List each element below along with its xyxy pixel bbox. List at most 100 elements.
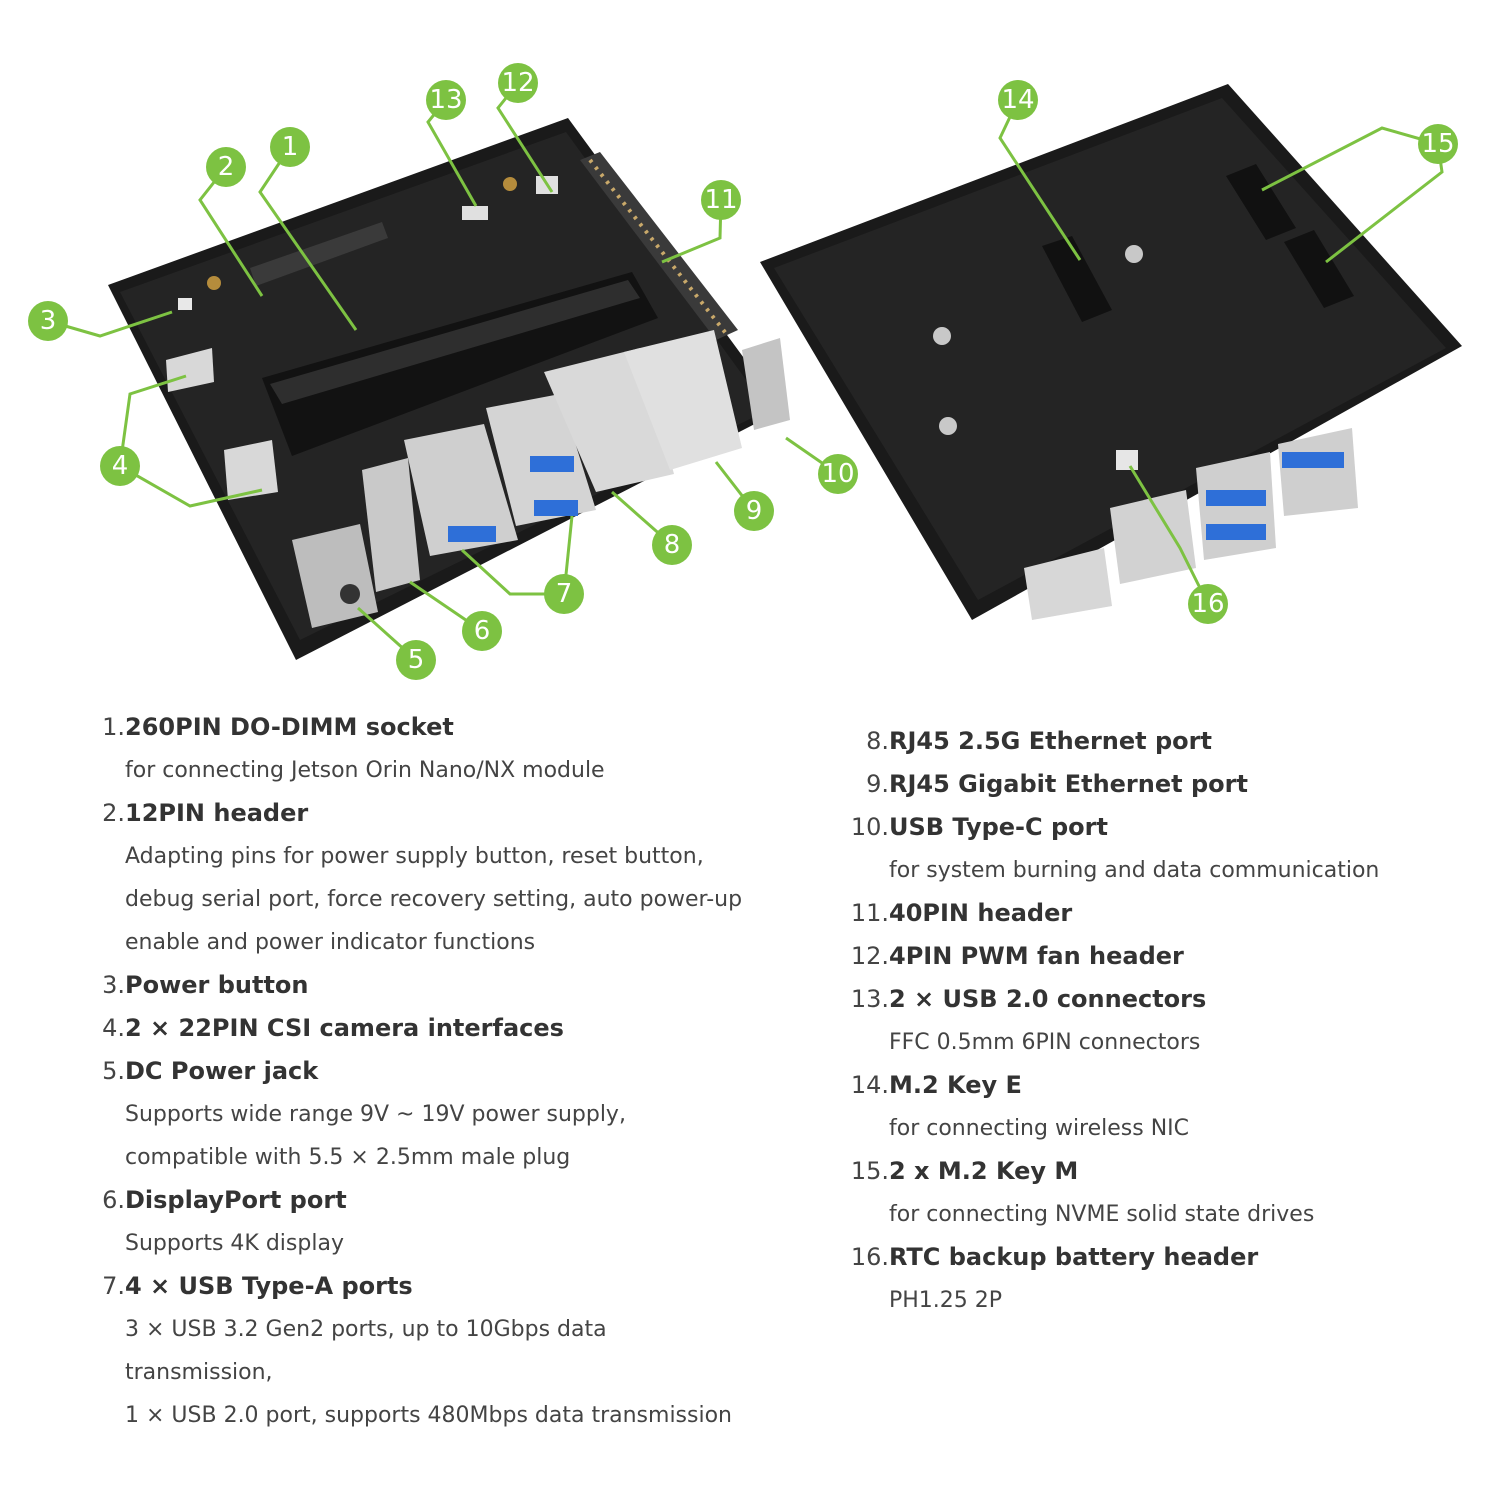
board-top-view bbox=[108, 118, 790, 660]
feature-list-right: 8.RJ45 2.5G Ethernet port 9.RJ45 Gigabit… bbox=[842, 720, 1482, 1322]
power-button bbox=[178, 298, 192, 310]
feature-number: 8. bbox=[866, 727, 889, 755]
svg-text:8: 8 bbox=[664, 530, 681, 560]
feature-title: Power button bbox=[125, 971, 309, 999]
callout-2: 2 bbox=[206, 147, 246, 187]
feature-number: 2. bbox=[102, 799, 125, 827]
pin-header-40 bbox=[580, 152, 738, 340]
callout-6: 6 bbox=[462, 611, 502, 651]
callout-9: 9 bbox=[734, 491, 774, 531]
feature-description: debug serial port, force recovery settin… bbox=[125, 887, 743, 912]
svg-text:5: 5 bbox=[408, 645, 425, 675]
feature-description: FFC 0.5mm 6PIN connectors bbox=[889, 1030, 1201, 1055]
feature-title: USB Type-C port bbox=[889, 813, 1108, 841]
feature-item: 12.4PIN PWM fan header bbox=[842, 935, 1482, 978]
callout-7: 7 bbox=[544, 574, 584, 614]
feature-number: 16. bbox=[850, 1243, 889, 1271]
callout-5: 5 bbox=[396, 640, 436, 680]
svg-text:16: 16 bbox=[1191, 589, 1224, 619]
svg-text:9: 9 bbox=[746, 496, 763, 526]
feature-description: for connecting wireless NIC bbox=[889, 1116, 1190, 1141]
svg-text:10: 10 bbox=[821, 459, 854, 489]
feature-number: 10. bbox=[850, 813, 889, 841]
callout-15: 15 bbox=[1418, 124, 1458, 164]
callout-4: 4 bbox=[100, 446, 140, 486]
feature-item: 9.RJ45 Gigabit Ethernet port bbox=[842, 763, 1482, 806]
csi-connector bbox=[224, 440, 278, 500]
rj45-port bbox=[624, 330, 742, 470]
feature-heading: 4.2 × 22PIN CSI camera interfaces bbox=[94, 1007, 814, 1050]
feature-item: 5.DC Power jack Supports wide range 9V ~… bbox=[94, 1050, 814, 1179]
feature-title: RJ45 2.5G Ethernet port bbox=[889, 727, 1212, 755]
feature-heading: 1.260PIN DO-DIMM socket bbox=[94, 706, 814, 749]
feature-heading: 5.DC Power jack bbox=[94, 1050, 814, 1093]
feature-description: compatible with 5.5 × 2.5mm male plug bbox=[125, 1145, 571, 1170]
svg-text:1: 1 bbox=[282, 132, 299, 162]
feature-description: PH1.25 2P bbox=[889, 1288, 1003, 1313]
svg-text:12: 12 bbox=[501, 68, 534, 98]
feature-description: Supports 4K display bbox=[125, 1231, 344, 1256]
svg-text:3: 3 bbox=[40, 306, 57, 336]
feature-number: 12. bbox=[850, 942, 889, 970]
board-bottom-view bbox=[760, 84, 1462, 620]
callout-3: 3 bbox=[28, 301, 68, 341]
feature-title: 2 x M.2 Key M bbox=[889, 1157, 1079, 1185]
feature-description: for connecting Jetson Orin Nano/NX modul… bbox=[125, 758, 605, 783]
feature-number: 3. bbox=[102, 971, 125, 999]
feature-description: for system burning and data communicatio… bbox=[889, 858, 1380, 883]
feature-title: 4PIN PWM fan header bbox=[889, 942, 1184, 970]
feature-title: 260PIN DO-DIMM socket bbox=[125, 713, 454, 741]
callout-1: 1 bbox=[270, 127, 310, 167]
feature-item: 2.12PIN header Adapting pins for power s… bbox=[94, 792, 814, 964]
feature-description: enable and power indicator functions bbox=[125, 930, 536, 955]
feature-number: 6. bbox=[102, 1186, 125, 1214]
feature-number: 9. bbox=[866, 770, 889, 798]
callout-16: 16 bbox=[1188, 584, 1228, 624]
feature-number: 5. bbox=[102, 1057, 125, 1085]
callout-12: 12 bbox=[498, 63, 538, 103]
callout-13: 13 bbox=[426, 80, 466, 120]
svg-text:13: 13 bbox=[429, 85, 462, 115]
feature-description: Adapting pins for power supply button, r… bbox=[125, 844, 704, 869]
usb-c-port bbox=[742, 338, 790, 430]
m2-key-e-slot bbox=[1042, 236, 1112, 322]
feature-item: 15.2 x M.2 Key M for connecting NVME sol… bbox=[842, 1150, 1482, 1236]
usb-stack bbox=[404, 424, 518, 556]
feature-heading: 2.12PIN header bbox=[94, 792, 814, 835]
feature-number: 15. bbox=[850, 1157, 889, 1185]
displayport bbox=[362, 458, 420, 592]
feature-title: RJ45 Gigabit Ethernet port bbox=[889, 770, 1248, 798]
rtc-header bbox=[1116, 450, 1138, 470]
feature-title: M.2 Key E bbox=[889, 1071, 1022, 1099]
m2-key-m-slot bbox=[1226, 164, 1296, 240]
feature-title: 4 × USB Type-A ports bbox=[125, 1272, 413, 1300]
feature-item: 13.2 × USB 2.0 connectors FFC 0.5mm 6PIN… bbox=[842, 978, 1482, 1064]
feature-number: 14. bbox=[850, 1071, 889, 1099]
feature-heading: 12.4PIN PWM fan header bbox=[842, 935, 1482, 978]
svg-text:14: 14 bbox=[1001, 85, 1034, 115]
feature-item: 14.M.2 Key E for connecting wireless NIC bbox=[842, 1064, 1482, 1150]
feature-item: 16.RTC backup battery header PH1.25 2P bbox=[842, 1236, 1482, 1322]
feature-heading: 14.M.2 Key E bbox=[842, 1064, 1482, 1107]
board-figure: 1 2 3 4 5 6 7 8 9 10 11 12 13 14 15 16 bbox=[28, 63, 1462, 680]
feature-title: 40PIN header bbox=[889, 899, 1073, 927]
svg-text:4: 4 bbox=[112, 451, 129, 481]
feature-heading: 13.2 × USB 2.0 connectors bbox=[842, 978, 1482, 1021]
feature-heading: 8.RJ45 2.5G Ethernet port bbox=[842, 720, 1482, 763]
feature-title: RTC backup battery header bbox=[889, 1243, 1259, 1271]
feature-description: 1 × USB 2.0 port, supports 480Mbps data … bbox=[125, 1403, 732, 1428]
svg-text:11: 11 bbox=[704, 185, 737, 215]
feature-heading: 10.USB Type-C port bbox=[842, 806, 1482, 849]
feature-number: 4. bbox=[102, 1014, 125, 1042]
feature-number: 1. bbox=[102, 713, 125, 741]
feature-heading: 15.2 x M.2 Key M bbox=[842, 1150, 1482, 1193]
callout-10: 10 bbox=[818, 454, 858, 494]
feature-description: 3 × USB 3.2 Gen2 ports, up to 10Gbps dat… bbox=[125, 1317, 607, 1342]
feature-number: 7. bbox=[102, 1272, 125, 1300]
feature-item: 3.Power button bbox=[94, 964, 814, 1007]
feature-description: transmission, bbox=[125, 1360, 273, 1385]
feature-description: for connecting NVME solid state drives bbox=[889, 1202, 1315, 1227]
feature-title: DisplayPort port bbox=[125, 1186, 347, 1214]
feature-number: 11. bbox=[850, 899, 889, 927]
feature-heading: 3.Power button bbox=[94, 964, 814, 1007]
